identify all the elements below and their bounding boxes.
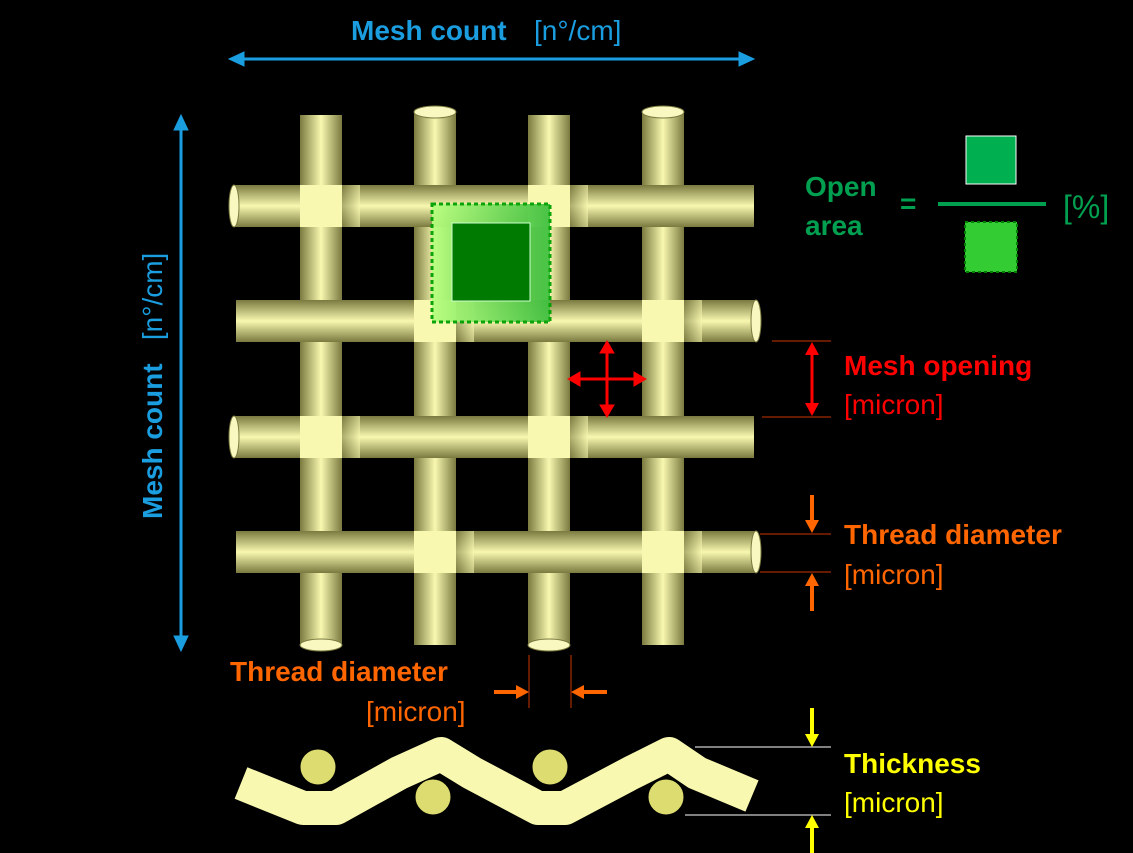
crossing-shade xyxy=(342,416,360,458)
crossing-over xyxy=(414,531,456,573)
thread-diameter-bottom-unit: [micron] xyxy=(366,696,466,727)
thread-end-cap xyxy=(641,105,685,119)
thread-diameter-right-label: Thread diameter xyxy=(844,519,1062,550)
open-area-numerator-square xyxy=(965,135,1017,185)
thread-end-cap xyxy=(299,638,343,652)
thickness-dimension xyxy=(685,708,831,853)
thread-diameter-right-unit: [micron] xyxy=(844,559,944,590)
crossing-over xyxy=(642,531,684,573)
weft-thread-section xyxy=(647,778,685,816)
mesh-count-horizontal-label: Mesh count xyxy=(351,15,507,46)
open-area-unit: [%] xyxy=(1063,189,1110,225)
thread-end-cap xyxy=(527,638,571,652)
open-area-label-line1: Open xyxy=(805,171,877,202)
crossing-shade xyxy=(570,185,588,227)
thickness-unit: [micron] xyxy=(844,787,944,818)
mesh-opening-dimension xyxy=(762,340,831,418)
mesh-count-vertical-label: Mesh count xyxy=(137,363,168,519)
crossing-over xyxy=(642,300,684,342)
crossing-shade xyxy=(570,416,588,458)
thread-diameter-right-dimension xyxy=(760,495,831,611)
crossing-shade xyxy=(684,300,702,342)
crossing-over xyxy=(300,416,342,458)
opening-cross-arrows xyxy=(567,340,647,418)
mesh-opening-unit: [micron] xyxy=(844,389,944,420)
weft-thread-section xyxy=(414,778,452,816)
highlighted-opening xyxy=(430,202,552,324)
crossing-shade xyxy=(456,531,474,573)
thickness-label: Thickness xyxy=(844,748,981,779)
thread-diameter-bottom-label: Thread diameter xyxy=(230,656,448,687)
crossing-shade xyxy=(684,531,702,573)
thread-end-cap xyxy=(228,184,240,228)
open-area-denominator-square xyxy=(964,221,1018,273)
mesh-count-vertical: Mesh count [n°/cm] xyxy=(137,252,168,519)
cross-section xyxy=(234,737,759,825)
mesh-count-horizontal-unit: [n°/cm] xyxy=(534,15,622,46)
mesh-opening-label: Mesh opening xyxy=(844,350,1033,381)
open-area-label-line2: area xyxy=(805,210,863,241)
mesh-count-vertical-unit: [n°/cm] xyxy=(137,252,168,341)
thread-end-cap xyxy=(750,299,762,343)
weft-thread-section xyxy=(531,748,569,786)
thread-diameter-bottom-dimension xyxy=(494,655,607,708)
thread-end-cap xyxy=(413,105,457,119)
open-area-equals: = xyxy=(900,188,917,219)
crossing-over xyxy=(528,416,570,458)
warp-thread-wave xyxy=(234,737,759,825)
opening-inner-square xyxy=(451,222,531,302)
crossing-shade xyxy=(342,185,360,227)
mesh-count-horizontal-arrow xyxy=(227,51,756,67)
mesh-count-vertical-arrow xyxy=(173,113,189,653)
crossing-over xyxy=(300,185,342,227)
open-area-formula xyxy=(938,135,1046,273)
thread-end-cap xyxy=(750,530,762,574)
thread-end-cap xyxy=(228,415,240,459)
weft-thread-section xyxy=(299,748,337,786)
